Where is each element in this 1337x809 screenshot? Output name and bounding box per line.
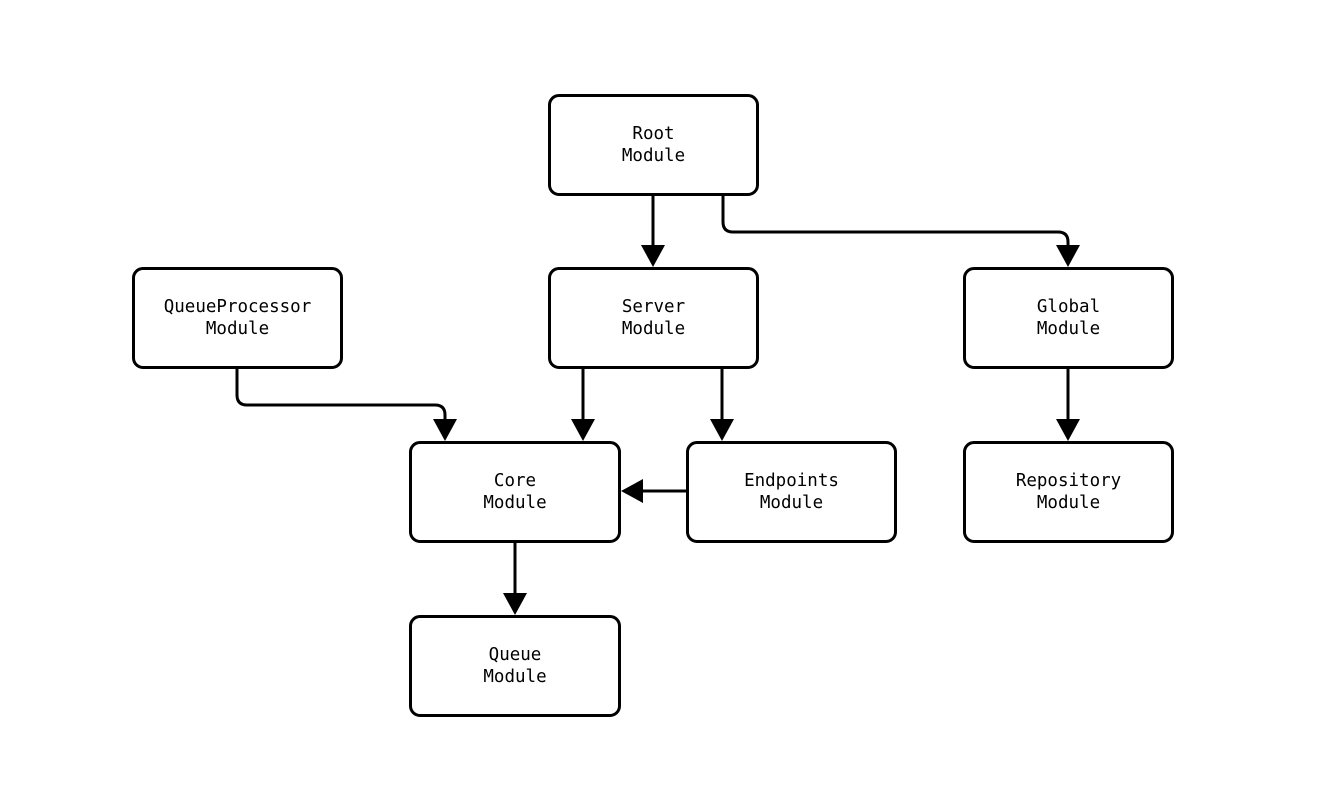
edge-endpoints-to-core [621,479,686,503]
node-endpoints-module[interactable]: Endpoints Module [686,441,897,543]
node-global-module-line2: Module [1036,319,1101,339]
node-repository-module-line1: Repository [1015,471,1122,491]
node-repository-module-line2: Module [1036,493,1101,513]
edge-root-to-server [641,196,665,267]
node-global-module[interactable]: Global Module [963,267,1174,369]
node-repository-module[interactable]: Repository Module [963,441,1174,543]
node-root-module[interactable]: Root Module [548,94,759,196]
node-server-module[interactable]: Server Module [548,267,759,369]
node-queue-module[interactable]: Queue Module [409,615,621,717]
node-queueprocessor-module-line2: Module [205,319,270,339]
edge-server-to-endpoints [710,369,734,441]
node-core-module-line1: Core [493,471,537,491]
node-server-module-line2: Module [621,319,686,339]
node-queue-module-line2: Module [483,667,547,687]
node-core-module[interactable]: Core Module [409,441,621,543]
edge-server-to-core [571,369,595,441]
node-queueprocessor-module-line1: QueueProcessor [163,297,312,317]
edge-root-to-global [721,196,1080,267]
node-core-module-line2: Module [483,493,547,513]
node-root-module-line2: Module [621,146,686,166]
node-server-module-line1: Server [621,297,686,317]
node-global-module-line1: Global [1036,297,1101,317]
node-endpoints-module-line2: Module [759,493,824,513]
node-endpoints-module-line1: Endpoints [744,471,839,491]
node-queueprocessor-module[interactable]: QueueProcessor Module [132,267,343,369]
edge-core-to-queue [503,543,527,615]
edge-global-to-repository [1056,369,1080,441]
edge-queueprocessor-to-core [235,369,457,441]
node-root-module-line1: Root [632,124,675,144]
node-queue-module-line1: Queue [488,645,542,665]
